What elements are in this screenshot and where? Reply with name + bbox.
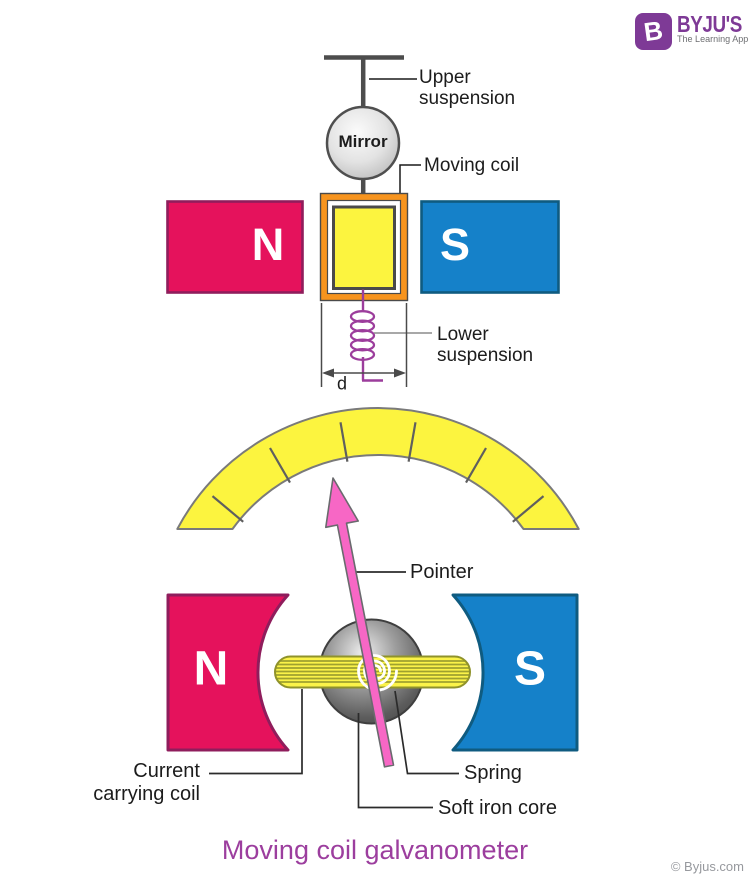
current-carrying-coil-label: Current carrying coil: [93, 760, 200, 805]
coil-width-dimension: [320, 303, 408, 387]
byjus-logo-letter: B: [642, 14, 665, 48]
current-coil-leader-line: [209, 689, 303, 775]
scale-arc: [176, 407, 580, 530]
moving-coil-leader-line: [399, 164, 421, 194]
byjus-logo-text: BYJU'S The Learning App: [677, 13, 750, 45]
lower-suspension-spring: [349, 289, 383, 382]
pointer-needle: [324, 477, 395, 768]
soft-iron-core-label: Soft iron core: [438, 797, 557, 819]
south-pole-letter-lower: S: [513, 642, 547, 696]
spring-label: Spring: [464, 762, 522, 784]
coil-width-label: d: [336, 373, 348, 394]
lower-suspension-label: Lower suspension: [437, 324, 534, 366]
moving-coil-label: Moving coil: [424, 155, 520, 176]
upper-suspension-label: Upper suspension: [419, 67, 516, 109]
brand-tagline: The Learning App: [677, 34, 749, 45]
byjus-logo: B BYJU'S The Learning App: [635, 13, 750, 50]
south-pole-letter-upper: S: [439, 218, 471, 270]
byjus-logo-icon: B: [635, 13, 672, 50]
north-magnet-lower: [166, 593, 290, 752]
leader-lines: [209, 571, 459, 809]
south-magnet-upper: [420, 200, 560, 294]
north-pole-letter-upper: N: [251, 218, 285, 270]
north-magnet-upper: [166, 200, 304, 294]
mirror-label: Mirror: [338, 132, 388, 151]
copyright-text: © Byjus.com: [670, 859, 744, 874]
moving-coil-winding: [332, 205, 396, 290]
pointer-label: Pointer: [410, 561, 474, 583]
soft-iron-core-leader-line: [357, 713, 433, 809]
mirror: [325, 105, 401, 181]
north-pole-letter-lower: N: [193, 642, 229, 696]
scale-tick-marks: [211, 422, 545, 523]
spring-leader-line: [394, 690, 459, 775]
figure-caption: Moving coil galvanometer: [221, 835, 529, 865]
brand-name: BYJU'S: [677, 11, 742, 37]
south-magnet-lower: [451, 593, 579, 752]
